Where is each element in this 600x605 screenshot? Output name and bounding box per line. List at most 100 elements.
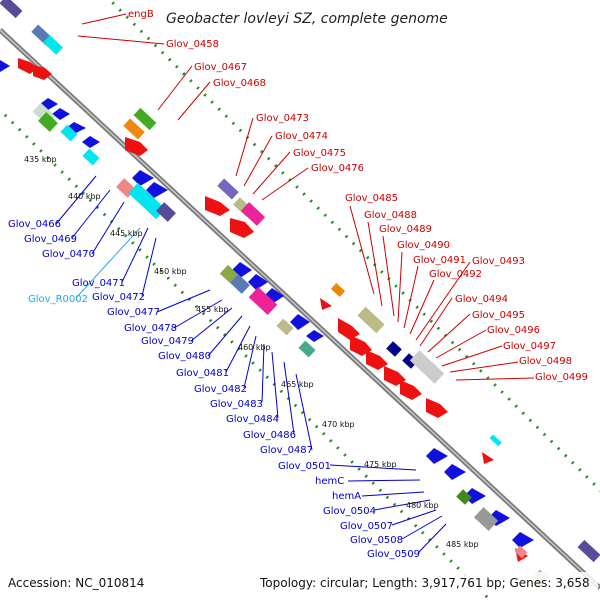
feature-block [0, 0, 23, 19]
callout-line [349, 205, 375, 295]
gene-label[interactable]: Glov_0498 [519, 356, 572, 367]
feature-block [248, 287, 278, 315]
gene-label[interactable]: Glov_0480 [158, 351, 211, 362]
gene-label[interactable]: Glov_0468 [213, 78, 266, 89]
feature-glyph [125, 137, 148, 156]
callout-line [55, 175, 97, 225]
gene-label[interactable]: Glov_0481 [176, 368, 229, 379]
gene-label[interactable]: Glov_0496 [487, 325, 540, 336]
gene-label-rna[interactable]: Glov_R0002 [28, 294, 88, 305]
gene-label[interactable]: Glov_0483 [210, 399, 263, 410]
forward-features [18, 58, 528, 562]
page-title: Geobacter lovleyi SZ, complete genome [166, 11, 448, 27]
gene-label[interactable]: Glov_0473 [256, 113, 309, 124]
gene-label[interactable]: Glov_0488 [364, 210, 417, 221]
feature-glyph [146, 182, 168, 198]
callout-line [417, 523, 447, 554]
feature-glyph [52, 108, 70, 120]
gene-label[interactable]: Glov_0494 [455, 294, 508, 305]
feature-block [156, 202, 176, 222]
gene-label[interactable]: Glov_0479 [141, 336, 194, 347]
feature-block [43, 35, 63, 55]
callout-line [329, 464, 417, 471]
scale-label: 470 kbp [322, 420, 355, 429]
gene-label[interactable]: Glov_0477 [107, 307, 160, 318]
feature-block [514, 545, 528, 559]
callout-line [401, 515, 443, 540]
feature-block [276, 318, 294, 336]
gene-label[interactable]: engB [128, 9, 154, 20]
gene-label[interactable]: hemA [332, 491, 361, 502]
feature-block [230, 274, 250, 294]
callout-line [261, 343, 265, 403]
gene-label[interactable]: Glov_0476 [311, 163, 364, 174]
scale-label: 465 kbp [281, 380, 314, 389]
gene-label[interactable]: Glov_0490 [397, 240, 450, 251]
callout-line [403, 265, 419, 329]
callout-line [243, 135, 273, 187]
gene-label[interactable]: Glov_0484 [226, 414, 279, 425]
feature-glyph [82, 136, 100, 148]
callout-line [156, 289, 211, 313]
gene-label[interactable]: Glov_0497 [503, 341, 556, 352]
feature-block [38, 112, 58, 132]
callout-line [441, 345, 503, 367]
scale-label: 435 kbp [24, 155, 57, 164]
callout-line [81, 13, 127, 25]
callout-line [427, 313, 471, 353]
feature-glyph [338, 318, 360, 340]
callout-line [91, 201, 125, 255]
callout-line [347, 479, 421, 482]
gene-label[interactable]: Glov_0458 [166, 39, 219, 50]
gene-label[interactable]: Glov_0470 [42, 249, 95, 260]
top-gene-labels: engB Glov_0458 Glov_0467 Glov_0468 Glov_… [128, 9, 588, 383]
gene-label[interactable]: Glov_0504 [323, 506, 376, 517]
feature-block [577, 539, 600, 563]
gene-label[interactable]: Glov_0471 [72, 278, 125, 289]
gene-label[interactable]: Glov_0509 [367, 549, 420, 560]
gene-label[interactable]: Glov_0501 [278, 461, 331, 472]
gene-label[interactable]: Glov_0472 [92, 292, 145, 303]
scale-label: 460 kbp [238, 343, 271, 352]
gene-label[interactable]: Glov_0508 [350, 535, 403, 546]
scale-label: 440 kbp [68, 192, 101, 201]
gene-label[interactable]: hemC [315, 476, 344, 487]
callout-line [373, 499, 431, 511]
feature-glyph [230, 218, 254, 238]
callout-line [361, 491, 425, 497]
gene-label[interactable]: Glov_0499 [535, 372, 588, 383]
gene-label[interactable]: Glov_0486 [243, 430, 296, 441]
callout-line [391, 509, 437, 526]
feature-glyph [306, 330, 324, 342]
gene-label[interactable]: Glov_0485 [345, 193, 398, 204]
callout-line [295, 373, 313, 451]
gene-label[interactable]: Glov_0487 [260, 445, 313, 456]
feature-block [82, 148, 100, 166]
gene-label[interactable]: Glov_0467 [194, 62, 247, 73]
gene-label[interactable]: Glov_0493 [472, 256, 525, 267]
topology-text: Topology: circular; Length: 3,917,761 bp… [259, 576, 590, 590]
gene-label[interactable]: Glov_0474 [275, 131, 328, 142]
gene-label[interactable]: Glov_0466 [8, 219, 61, 230]
callout-line [419, 297, 453, 347]
feature-block [60, 124, 78, 142]
feature-block [219, 264, 239, 284]
feature-block [402, 353, 418, 369]
feature-block [298, 340, 316, 358]
feature-glyph [444, 464, 466, 480]
bottom-strand-blocks [32, 102, 549, 587]
gene-label[interactable]: Glov_0495 [472, 310, 525, 321]
gene-label[interactable]: Glov_0475 [293, 148, 346, 159]
gene-label[interactable]: Glov_0489 [379, 224, 432, 235]
gene-label[interactable]: Glov_0507 [340, 521, 393, 532]
feature-glyph [132, 170, 154, 186]
scale-label: 450 kbp [154, 267, 187, 276]
gene-label[interactable]: Glov_0491 [413, 255, 466, 266]
feature-block [489, 434, 502, 447]
gene-label[interactable]: Glov_0469 [24, 234, 77, 245]
gene-label[interactable]: Glov_0482 [194, 384, 247, 395]
gene-label[interactable]: Glov_0478 [124, 323, 177, 334]
scale-label: 475 kbp [364, 460, 397, 469]
gene-label[interactable]: Glov_0492 [429, 269, 482, 280]
